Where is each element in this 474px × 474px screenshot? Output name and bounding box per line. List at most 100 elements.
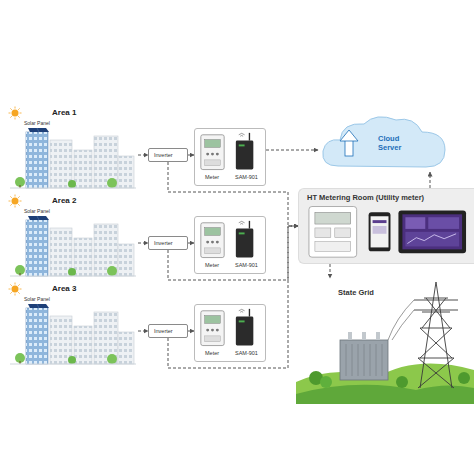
meter-and-sam-device-part [236, 141, 254, 170]
grid-illustration [296, 282, 474, 404]
meter-label: Meter [205, 350, 219, 357]
meter-and-sam-device-part [239, 232, 245, 234]
cloud-shape-part [323, 117, 445, 167]
building-illustration-part [9, 195, 22, 208]
building-illustration-part [74, 150, 92, 188]
cloud-shape-part [340, 130, 358, 141]
area-region: Area 3Solar Panel [8, 282, 138, 366]
building-illustration-part [74, 150, 92, 188]
grid-label: State Grid [338, 288, 374, 297]
meter-and-sam-device-part [239, 221, 245, 224]
dashed-connector [138, 243, 148, 244]
building-illustration-part [50, 228, 72, 276]
utility-meter-devices-part [315, 212, 351, 224]
device-label: SAM-901 [235, 350, 258, 357]
grid-illustration-part [348, 332, 352, 340]
cloud-shape-part [345, 140, 353, 156]
building-illustration-part [26, 220, 48, 276]
meter-and-sam-device-part [239, 144, 245, 146]
building-illustration-part [10, 188, 136, 189]
utility-meter-devices-part [315, 242, 351, 252]
area-label: Area 2 [52, 196, 76, 206]
building-illustration-part [94, 224, 118, 276]
solar-panel-label: Solar Panel [24, 296, 50, 302]
utility-meter-devices-part [309, 207, 357, 258]
dashed-connector [266, 150, 318, 151]
state-grid-region: State Grid [296, 278, 474, 404]
metering-room-panel: HT Metering Room (Utility meter) [298, 188, 474, 264]
building-illustration-part [26, 220, 48, 276]
meter-and-sam-device-part [201, 311, 224, 346]
meter-label: Meter [205, 174, 219, 181]
building-illustration-part [94, 224, 118, 276]
grid-illustration-part [340, 340, 388, 380]
area-region-art [8, 194, 138, 278]
building-illustration-part [37, 216, 39, 220]
building-illustration-part [50, 316, 72, 364]
meter-and-sam-device-part [201, 223, 224, 258]
grid-illustration-part [346, 344, 382, 376]
dashed-connector [138, 155, 148, 156]
building-illustration-part [107, 178, 117, 188]
meter-and-sam-device [201, 133, 254, 170]
building-illustration-part [50, 316, 72, 364]
meter-and-sam-device-part [211, 153, 214, 156]
grid-illustration-part [414, 282, 458, 388]
building-illustration-part [68, 268, 76, 276]
building-illustration-part [50, 140, 72, 188]
meter-box: Meter SAM-901 [194, 304, 266, 362]
building-illustration-part [118, 244, 134, 276]
utility-meter-devices-part [315, 228, 331, 238]
building-illustration-part [50, 140, 72, 188]
utility-meter-devices-part [373, 226, 387, 234]
meter-and-sam-device-part [206, 153, 209, 156]
meter-and-sam-device-part [249, 133, 250, 141]
building-illustration-part [94, 312, 118, 364]
utility-meter-devices-part [402, 214, 462, 249]
meter-and-sam-device-part [211, 241, 214, 244]
building-illustration-part [74, 238, 92, 276]
grid-illustration-part [320, 376, 332, 388]
meter-and-sam-device-part [239, 320, 245, 322]
building-illustration-part [28, 216, 49, 220]
building-illustration-part [107, 266, 117, 276]
meter-and-sam-device-part [211, 329, 214, 332]
building-illustration-part [12, 110, 19, 117]
meter-and-sam-device-part [205, 140, 221, 148]
building-illustration-part [26, 132, 48, 188]
building-illustration-part [15, 265, 25, 275]
meter-and-sam-device-part [249, 221, 250, 229]
building-illustration-part [9, 283, 22, 296]
building-illustration-part [94, 136, 118, 188]
meter-and-sam-device-part [205, 248, 221, 254]
grid-illustration-part [296, 385, 474, 404]
building-illustration-part [15, 177, 25, 187]
area-region: Area 1Solar Panel [8, 106, 138, 190]
meter-label: Meter [205, 262, 219, 269]
meter-and-sam-device-part [205, 316, 221, 324]
meter-and-sam-device-part [249, 309, 250, 317]
utility-meter-devices-part [398, 210, 466, 253]
building-illustration-part [94, 136, 118, 188]
meter-and-sam-device-part [216, 329, 219, 332]
meter-box: MeterSAM-901 [194, 128, 266, 186]
solar-panel-label: Solar Panel [24, 208, 50, 214]
cloud-shape [323, 117, 445, 167]
building-illustration-part [26, 308, 48, 364]
building-illustration-part [26, 308, 48, 364]
meter-and-sam-device-part [216, 153, 219, 156]
building-illustration-part [28, 304, 49, 308]
utility-meter-devices-part [373, 220, 387, 223]
building-illustration-part [118, 156, 134, 188]
meter-and-sam-device-part [236, 317, 254, 346]
dashed-connector [138, 331, 148, 332]
inverter-box: Inverter [148, 148, 188, 162]
area-region-art [8, 282, 138, 366]
utility-meter-devices-part [407, 234, 456, 244]
building-illustration-part [26, 132, 48, 188]
building-illustration-part [68, 180, 76, 188]
utility-meter-devices-part [405, 217, 425, 229]
area-region: Area 2Solar Panel [8, 194, 138, 278]
building-illustration-part [50, 228, 72, 276]
meter-and-sam-device-part [205, 160, 221, 166]
